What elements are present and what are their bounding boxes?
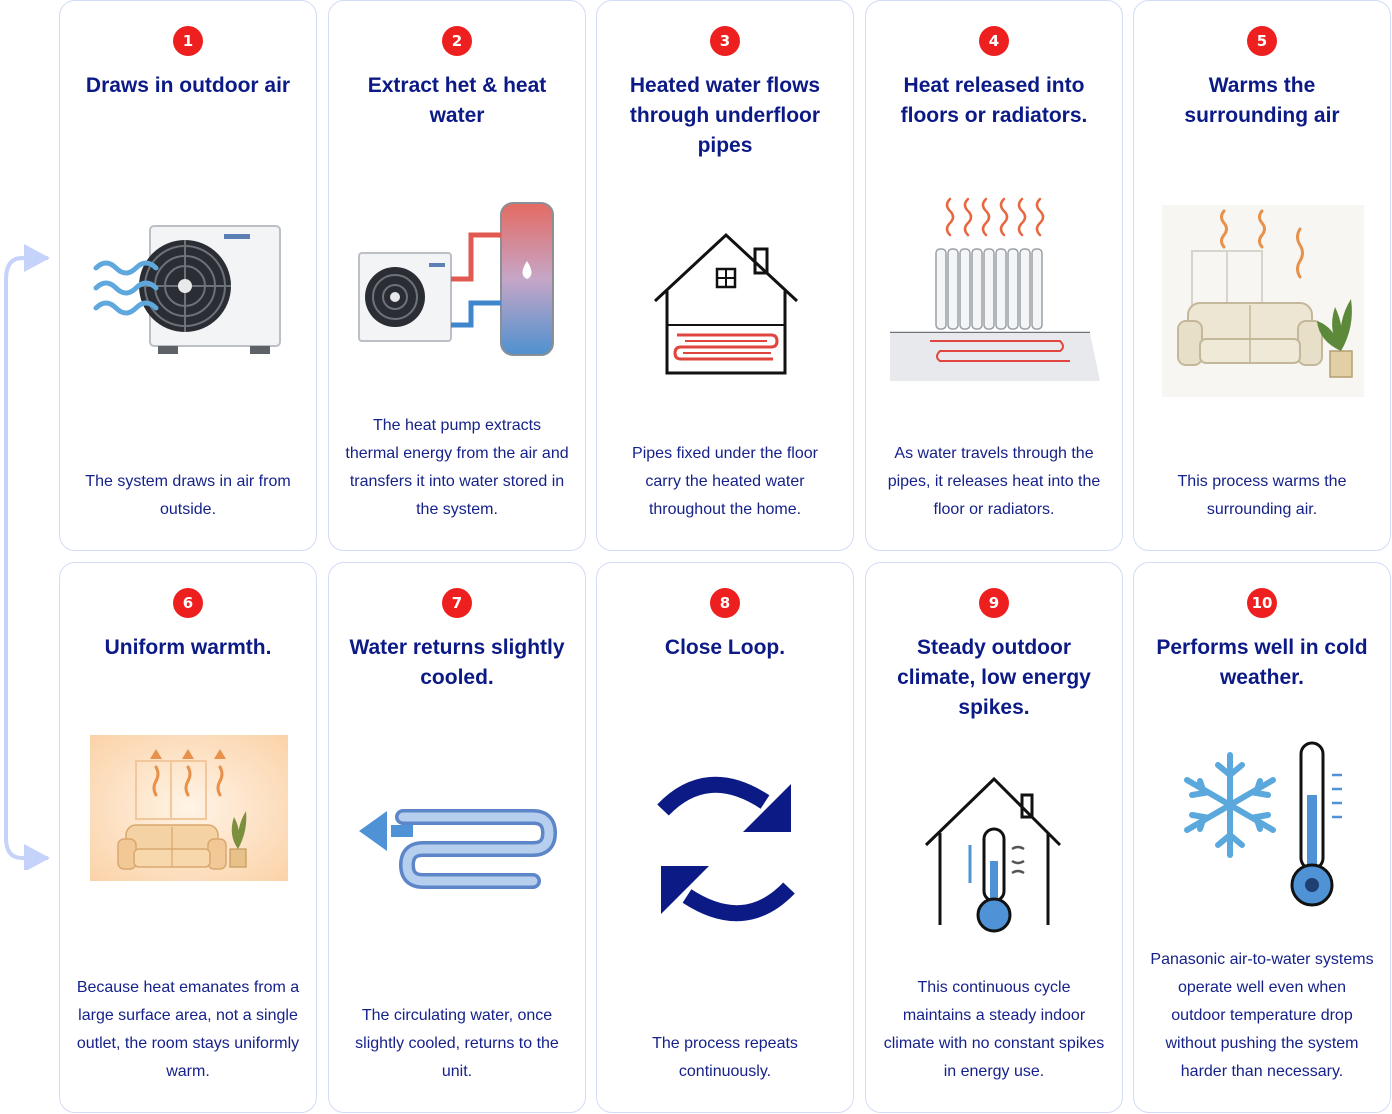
radiator-heat-icon [890, 191, 1100, 391]
step-number-badge: 9 [979, 588, 1009, 618]
step-number-badge: 2 [442, 26, 472, 56]
step-title: Draws in outdoor air [85, 74, 291, 97]
step-title: Performs well in cold weather. [1156, 636, 1368, 689]
step-number-badge: 6 [173, 588, 203, 618]
step-number-badge: 1 [173, 26, 203, 56]
step-description: The heat pump extracts thermal energy fr… [345, 417, 569, 518]
step-card-2: 2 Extract het & heat water [328, 0, 586, 551]
cooled-return-pipe-icon [353, 753, 563, 953]
warm-living-room-icon [1158, 201, 1368, 401]
house-thermometer-icon [890, 765, 1100, 965]
step-card-7: 7 Water returns slightly cooled. The cir… [328, 562, 586, 1113]
house-underfloor-pipes-icon [621, 211, 831, 411]
step-description: The circulating water, once slightly coo… [355, 1007, 559, 1080]
step-title: Steady outdoor climate, low energy spike… [897, 636, 1091, 719]
step-title: Extract het & heat water [367, 74, 547, 127]
step-title: Close Loop. [664, 636, 786, 659]
loop-arrow-icon [4, 244, 50, 870]
snowflake-thermometer-icon [1158, 735, 1368, 935]
step-number-badge: 7 [442, 588, 472, 618]
step-description: Panasonic air-to-water systems operate w… [1150, 951, 1374, 1080]
step-description: Pipes fixed under the floor carry the he… [632, 445, 818, 518]
step-description: As water travels through the pipes, it r… [887, 445, 1101, 518]
step-card-1: 1 Draws in outdoor air The system draws … [59, 0, 317, 551]
step-description: Because heat emanates from a large surfa… [76, 979, 300, 1080]
step-number-badge: 3 [710, 26, 740, 56]
step-title: Water returns slightly cooled. [349, 636, 565, 689]
outdoor-unit-airflow-icon [84, 196, 294, 396]
step-card-5: 5 Warms the surrounding air [1133, 0, 1391, 551]
step-title: Heat released into floors or radiators. [900, 74, 1088, 127]
step-title: Heated water flows through underfloor pi… [629, 74, 821, 157]
step-number-badge: 5 [1247, 26, 1277, 56]
step-card-10: 10 Performs well in cold weather. [1133, 562, 1391, 1113]
step-number-badge: 4 [979, 26, 1009, 56]
step-title: Warms the surrounding air [1184, 74, 1340, 127]
heat-pump-water-tank-icon [353, 191, 563, 391]
process-grid: 1 Draws in outdoor air The system draws … [59, 0, 1391, 1114]
step-card-8: 8 Close Loop. The process repeats contin… [596, 562, 854, 1113]
step-card-9: 9 Steady outdoor climate, low energy spi… [865, 562, 1123, 1113]
step-card-3: 3 Heated water flows through underfloor … [596, 0, 854, 551]
step-description: This continuous cycle maintains a steady… [883, 979, 1105, 1080]
uniform-warm-room-icon [84, 735, 294, 935]
refresh-loop-icon [621, 758, 831, 958]
step-title: Uniform warmth. [104, 636, 272, 659]
step-description: The system draws in air from outside. [85, 473, 291, 518]
step-number-badge: 10 [1247, 588, 1277, 618]
step-card-6: 6 Uniform warmth. [59, 562, 317, 1113]
step-description: This process warms the surrounding air. [1177, 473, 1347, 518]
step-description: The process repeats continuously. [652, 1035, 798, 1080]
step-card-4: 4 Heat released into floors or radiators… [865, 0, 1123, 551]
step-number-badge: 8 [710, 588, 740, 618]
